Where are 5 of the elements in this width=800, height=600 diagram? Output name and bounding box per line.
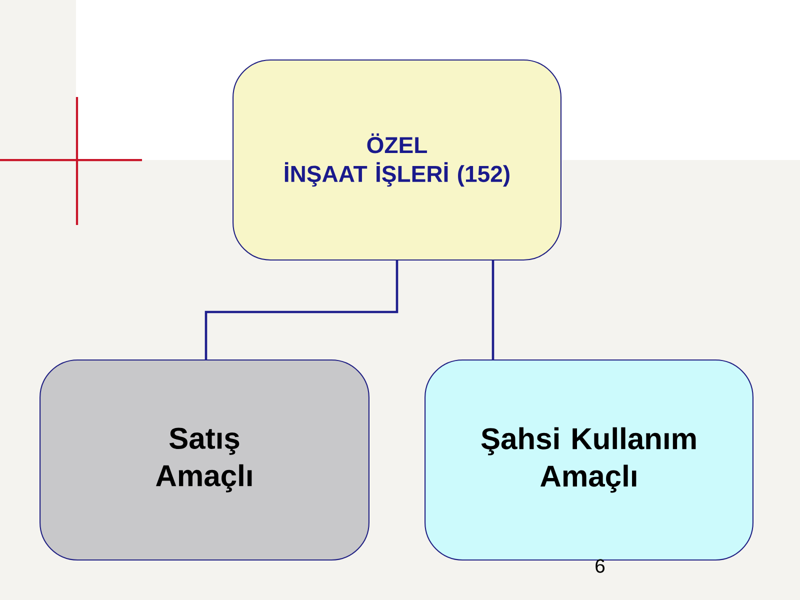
rounded-box: Satış Amaçlı	[40, 360, 370, 561]
rounded-box: ÖZEL İNŞAAT İŞLERİ (152)	[232, 60, 562, 261]
page-number: 6	[596, 559, 605, 573]
connector-line	[204, 260, 398, 360]
connector-line	[492, 260, 494, 360]
